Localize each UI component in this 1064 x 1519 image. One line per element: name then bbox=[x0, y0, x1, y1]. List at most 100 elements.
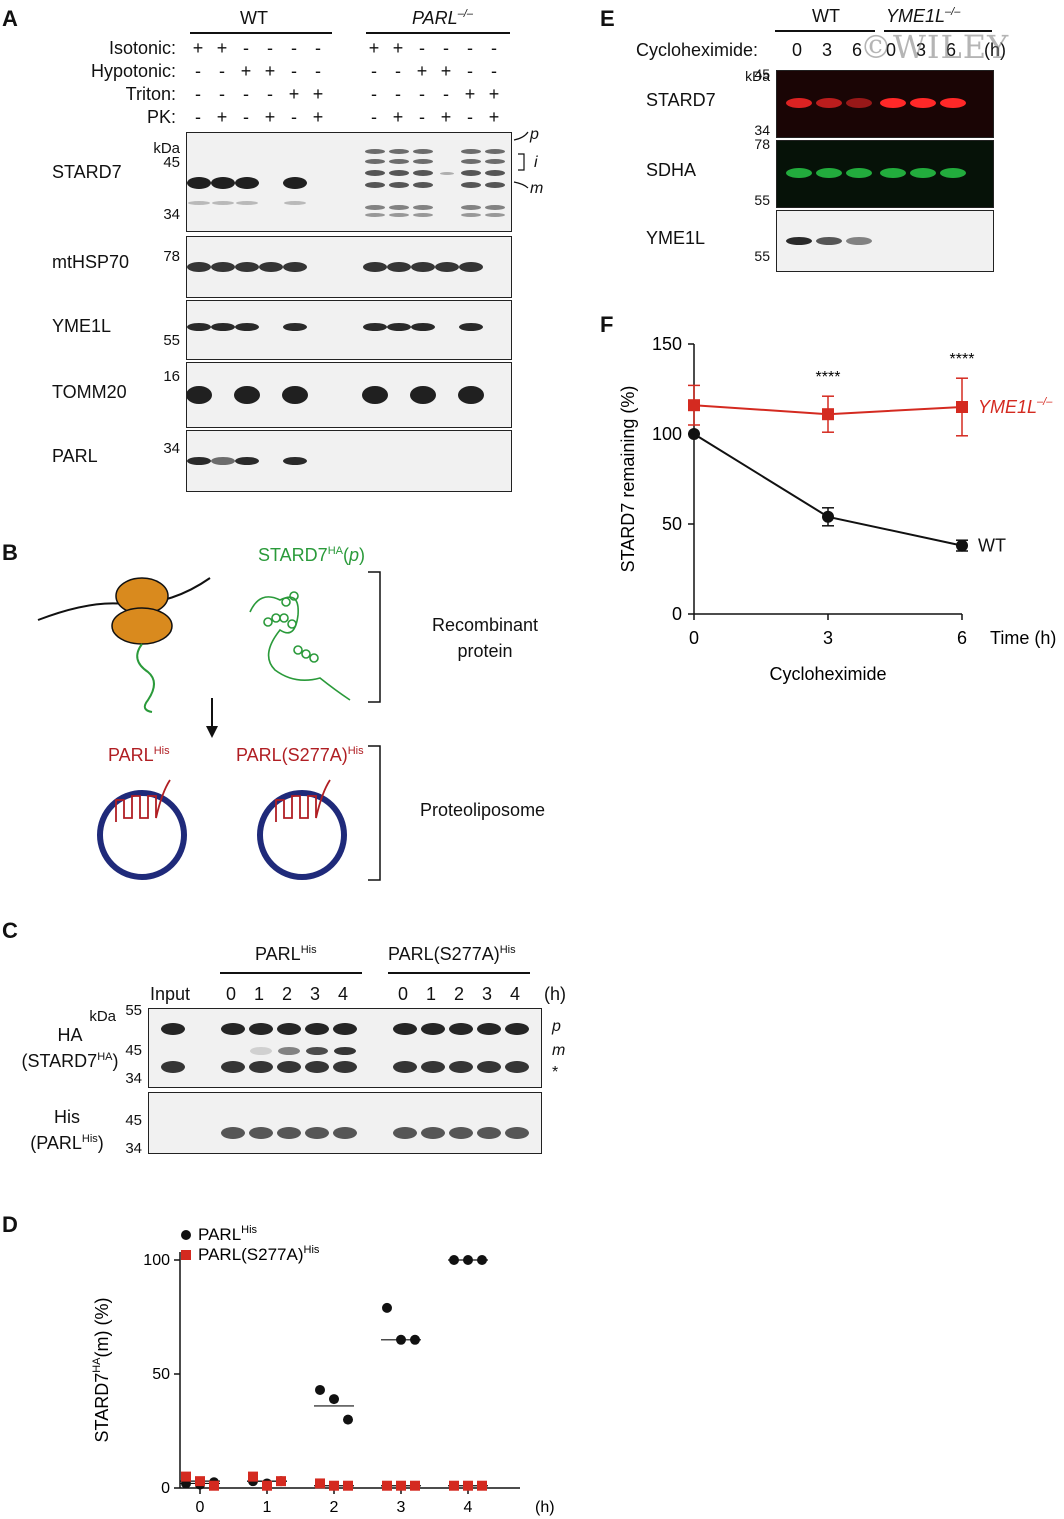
panel-f-label: F bbox=[600, 312, 614, 337]
f-point-0-1 bbox=[822, 408, 834, 421]
band bbox=[940, 168, 966, 178]
band bbox=[211, 323, 235, 331]
panel-e-time-5: 6 bbox=[946, 40, 957, 60]
panel-a-sign-2-8: - bbox=[419, 84, 425, 104]
d-legend-marker-0 bbox=[181, 1230, 191, 1240]
panel-c-ha-blot bbox=[148, 1008, 542, 1088]
d-point-1-4 bbox=[262, 1480, 272, 1491]
band bbox=[389, 182, 409, 188]
panel-a-sign-0-3: - bbox=[267, 38, 273, 58]
d-legend-marker-1 bbox=[181, 1250, 191, 1260]
panel-a-blot-tomm20 bbox=[186, 362, 512, 428]
panel-a-sign-1-2: + bbox=[240, 61, 252, 81]
panel-a-sign-1-4: - bbox=[291, 61, 297, 81]
band bbox=[461, 148, 481, 154]
band bbox=[505, 1127, 529, 1139]
panel-c-time-5: 0 bbox=[398, 984, 409, 1004]
panel-a-blot-mthsp70 bbox=[186, 236, 512, 298]
d-point-0-11 bbox=[410, 1334, 420, 1345]
band bbox=[786, 168, 812, 178]
band bbox=[333, 1061, 357, 1073]
panel-a-sign-3-3: + bbox=[264, 107, 276, 127]
panel-c-ha-label: HA (STARD7HA) bbox=[21, 1025, 119, 1071]
panel-c-label: C bbox=[2, 918, 18, 943]
panel-e-blot-yme1l bbox=[776, 210, 994, 272]
band bbox=[389, 170, 409, 176]
band bbox=[485, 158, 505, 164]
band bbox=[435, 262, 459, 272]
panel-b-diagram bbox=[37, 571, 381, 881]
d-point-0-6 bbox=[315, 1384, 325, 1395]
d-point-1-12 bbox=[449, 1480, 459, 1491]
band bbox=[485, 204, 505, 210]
panel-a-sign-2-7: - bbox=[395, 84, 401, 104]
band bbox=[277, 1127, 301, 1139]
band bbox=[413, 213, 433, 217]
band bbox=[250, 1047, 272, 1055]
panel-a-sign-3-6: - bbox=[371, 107, 377, 127]
d-point-0-7 bbox=[329, 1394, 339, 1405]
panel-a-marker-4-0: 34 bbox=[163, 440, 180, 457]
band bbox=[393, 1061, 417, 1073]
band bbox=[505, 1061, 529, 1073]
band bbox=[413, 170, 433, 176]
panel-a-sign-3-8: - bbox=[419, 107, 425, 127]
d-point-1-7 bbox=[329, 1480, 339, 1491]
band bbox=[449, 1023, 473, 1035]
d-legend-label-1: PARL(S277A)His bbox=[198, 1244, 320, 1264]
band bbox=[910, 168, 936, 178]
d-y-tick-label: 0 bbox=[161, 1480, 170, 1497]
band bbox=[212, 201, 234, 205]
panel-a-sign-1-10: - bbox=[467, 61, 473, 81]
bracket-bottom bbox=[368, 745, 381, 881]
panel-a-sign-1-7: - bbox=[395, 61, 401, 81]
band bbox=[365, 170, 385, 176]
panel-c-form-star: * bbox=[552, 1064, 559, 1081]
panel-e-time-3: 0 bbox=[886, 40, 897, 60]
panel-c-time-6: 1 bbox=[426, 984, 437, 1004]
band bbox=[249, 1023, 273, 1035]
panel-a-row-label-0: Isotonic: bbox=[108, 38, 176, 58]
band bbox=[477, 1023, 501, 1035]
band bbox=[387, 323, 411, 331]
band bbox=[440, 171, 454, 175]
panel-a-blot-parl bbox=[186, 430, 512, 492]
f-x-unit: Time (h) bbox=[990, 628, 1056, 648]
f-y-tick-label: 0 bbox=[672, 604, 682, 624]
panel-a-form-i: i bbox=[534, 154, 538, 171]
panel-a-sign-0-8: - bbox=[419, 38, 425, 58]
panel-a-sign-3-4: - bbox=[291, 107, 297, 127]
band bbox=[411, 262, 435, 272]
panel-a-sign-1-8: + bbox=[416, 61, 428, 81]
f-series-label-1: WT bbox=[978, 536, 1006, 556]
panel-e-wt-line bbox=[775, 30, 875, 32]
band bbox=[389, 204, 409, 210]
panel-c-group-mutant-line bbox=[388, 972, 530, 974]
band bbox=[485, 148, 505, 154]
panel-c-time-9: 4 bbox=[510, 984, 521, 1004]
band bbox=[461, 170, 481, 176]
band bbox=[284, 201, 306, 205]
panel-a-sign-2-3: - bbox=[267, 84, 273, 104]
band bbox=[461, 182, 481, 188]
band bbox=[816, 98, 842, 108]
f-series-label-0: YME1L–/– bbox=[978, 396, 1053, 417]
panel-e-blot-label-1: SDHA bbox=[646, 160, 697, 180]
panel-a-sign-0-0: + bbox=[192, 38, 204, 58]
f-point-1-1 bbox=[822, 510, 834, 523]
panel-c-form-p: p bbox=[552, 1018, 561, 1035]
f-y-tick-label: 150 bbox=[652, 334, 682, 354]
band bbox=[393, 1127, 417, 1139]
panel-e-time-1: 3 bbox=[822, 40, 833, 60]
panel-c-time-0: 0 bbox=[226, 984, 237, 1004]
panel-a-sign-0-1: + bbox=[216, 38, 228, 58]
panel-b-parl-label: PARLHis bbox=[108, 745, 170, 765]
band bbox=[277, 1023, 301, 1035]
d-y-tick-label: 100 bbox=[143, 1252, 170, 1269]
panel-a-sign-2-9: - bbox=[443, 84, 449, 104]
band bbox=[846, 237, 872, 245]
band bbox=[449, 1127, 473, 1139]
panel-a-form-brackets bbox=[513, 131, 529, 189]
panel-a-row-label-2: Triton: bbox=[125, 84, 176, 104]
panel-a-sign-1-3: + bbox=[264, 61, 276, 81]
